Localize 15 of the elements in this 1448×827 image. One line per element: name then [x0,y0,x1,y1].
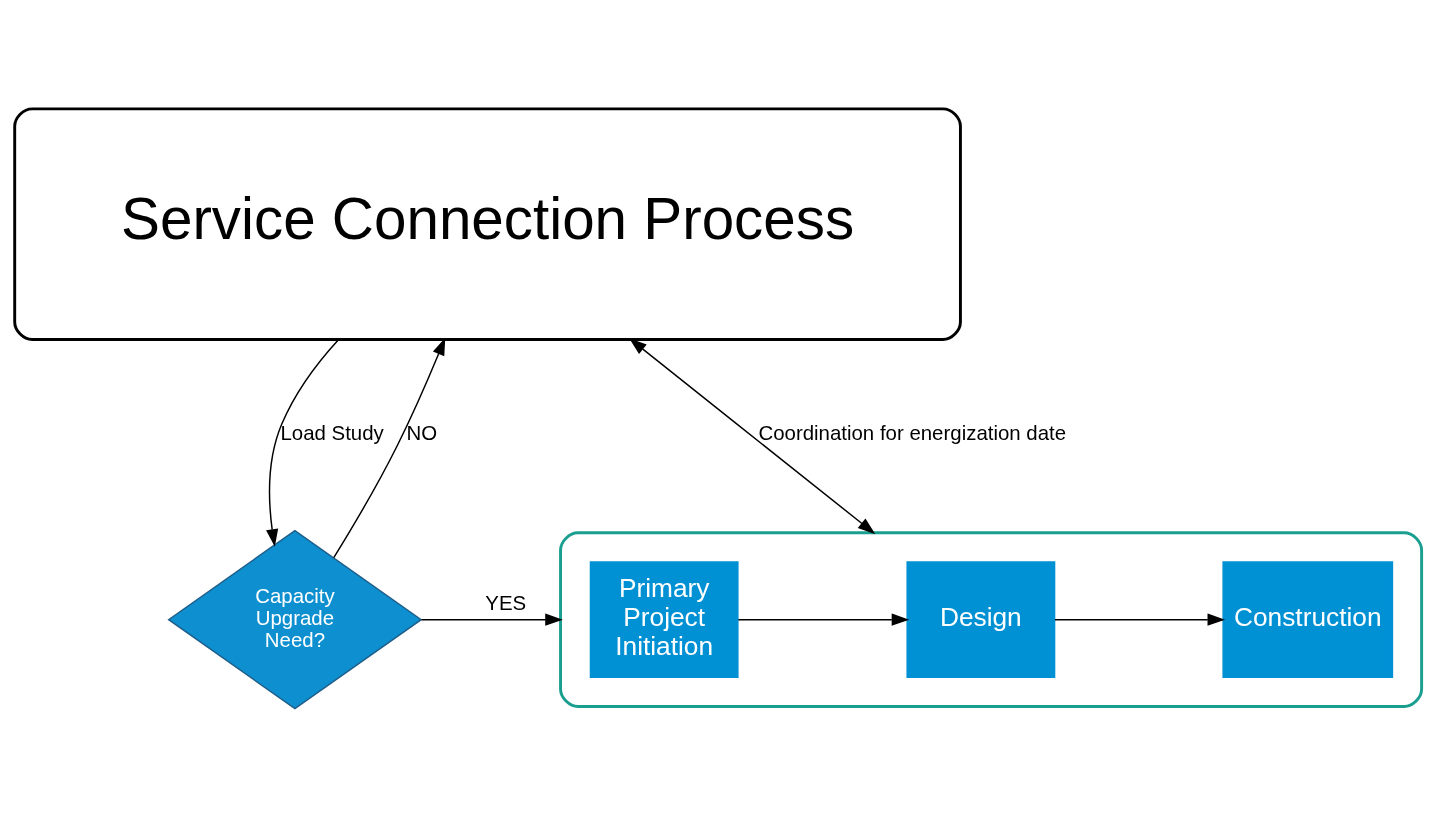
arrow [737,613,910,626]
arrow [333,337,446,559]
arrow [266,339,340,547]
node-box: Construction [1222,561,1394,679]
node-box: Service Connection Process [13,107,962,341]
edge-label: Coordination for energization date [758,422,1067,445]
arrow [629,338,876,535]
node-box: Primary Project Initiation [589,561,739,679]
edge-label: NO [406,422,438,445]
arrow [1054,613,1226,626]
edge-label: YES [485,591,527,614]
cluster [559,531,1424,708]
node-box: Design [906,561,1056,679]
arrow [420,613,563,626]
edge-label: Load Study [280,422,384,445]
